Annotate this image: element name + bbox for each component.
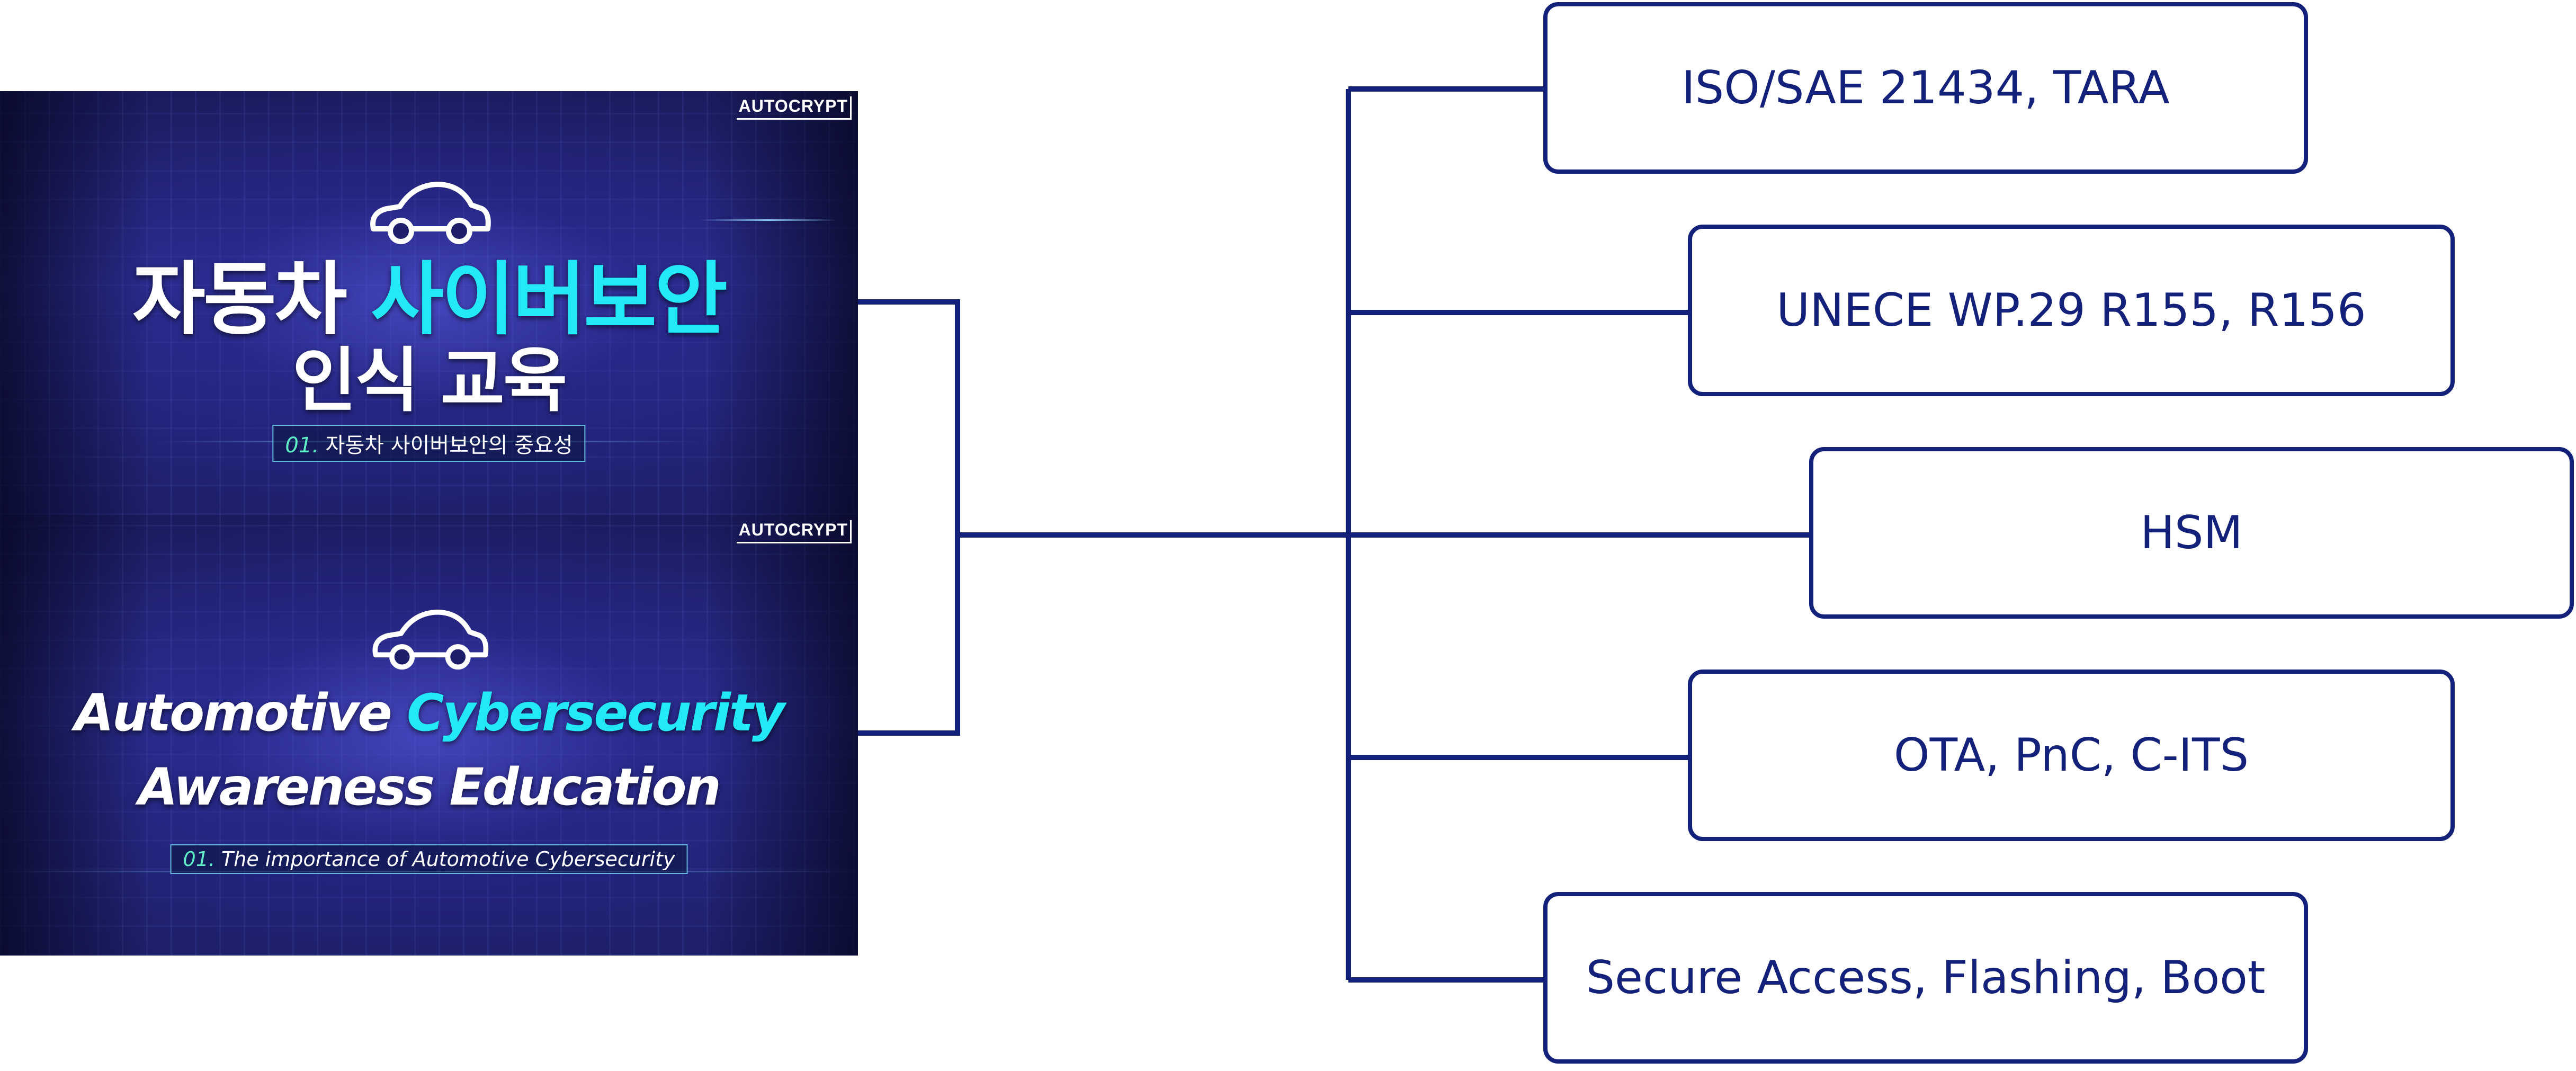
subtitle-box: 01. The importance of Automotive Cyberse… xyxy=(170,844,688,874)
title-line-1: Automotive Cybersecurity xyxy=(74,683,785,743)
subtitle-box: 01. 자동차 사이버보안의 중요성 xyxy=(272,425,586,462)
topic-box-hsm[interactable]: HSM xyxy=(1809,447,2574,619)
thumbnail-english[interactable]: AUTOCRYPT Automotive Cybersecurity Aware… xyxy=(0,515,858,956)
topic-box-iso-sae[interactable]: ISO/SAE 21434, TARA xyxy=(1543,2,2308,174)
title-line-2: Awareness Education xyxy=(138,757,721,817)
topic-box-secure-access[interactable]: Secure Access, Flashing, Boot xyxy=(1543,892,2308,1064)
topic-box-unece[interactable]: UNECE WP.29 R155, R156 xyxy=(1688,225,2455,396)
car-icon xyxy=(370,182,491,244)
title-line-1: 자동차 사이버보안 xyxy=(132,254,728,346)
thumbnail-bracket xyxy=(858,299,960,736)
autocrypt-logo: AUTOCRYPT xyxy=(736,520,852,543)
car-icon xyxy=(372,609,489,670)
autocrypt-logo: AUTOCRYPT xyxy=(736,96,852,120)
thumbnail-korean[interactable]: AUTOCRYPT 자동차 사이버보안 인식 교육 01. 자동차 사이버보안의… xyxy=(0,91,858,515)
light-streak xyxy=(699,219,837,221)
topic-box-ota[interactable]: OTA, PnC, C-ITS xyxy=(1688,670,2455,841)
title-line-2: 인식 교육 xyxy=(292,340,568,422)
